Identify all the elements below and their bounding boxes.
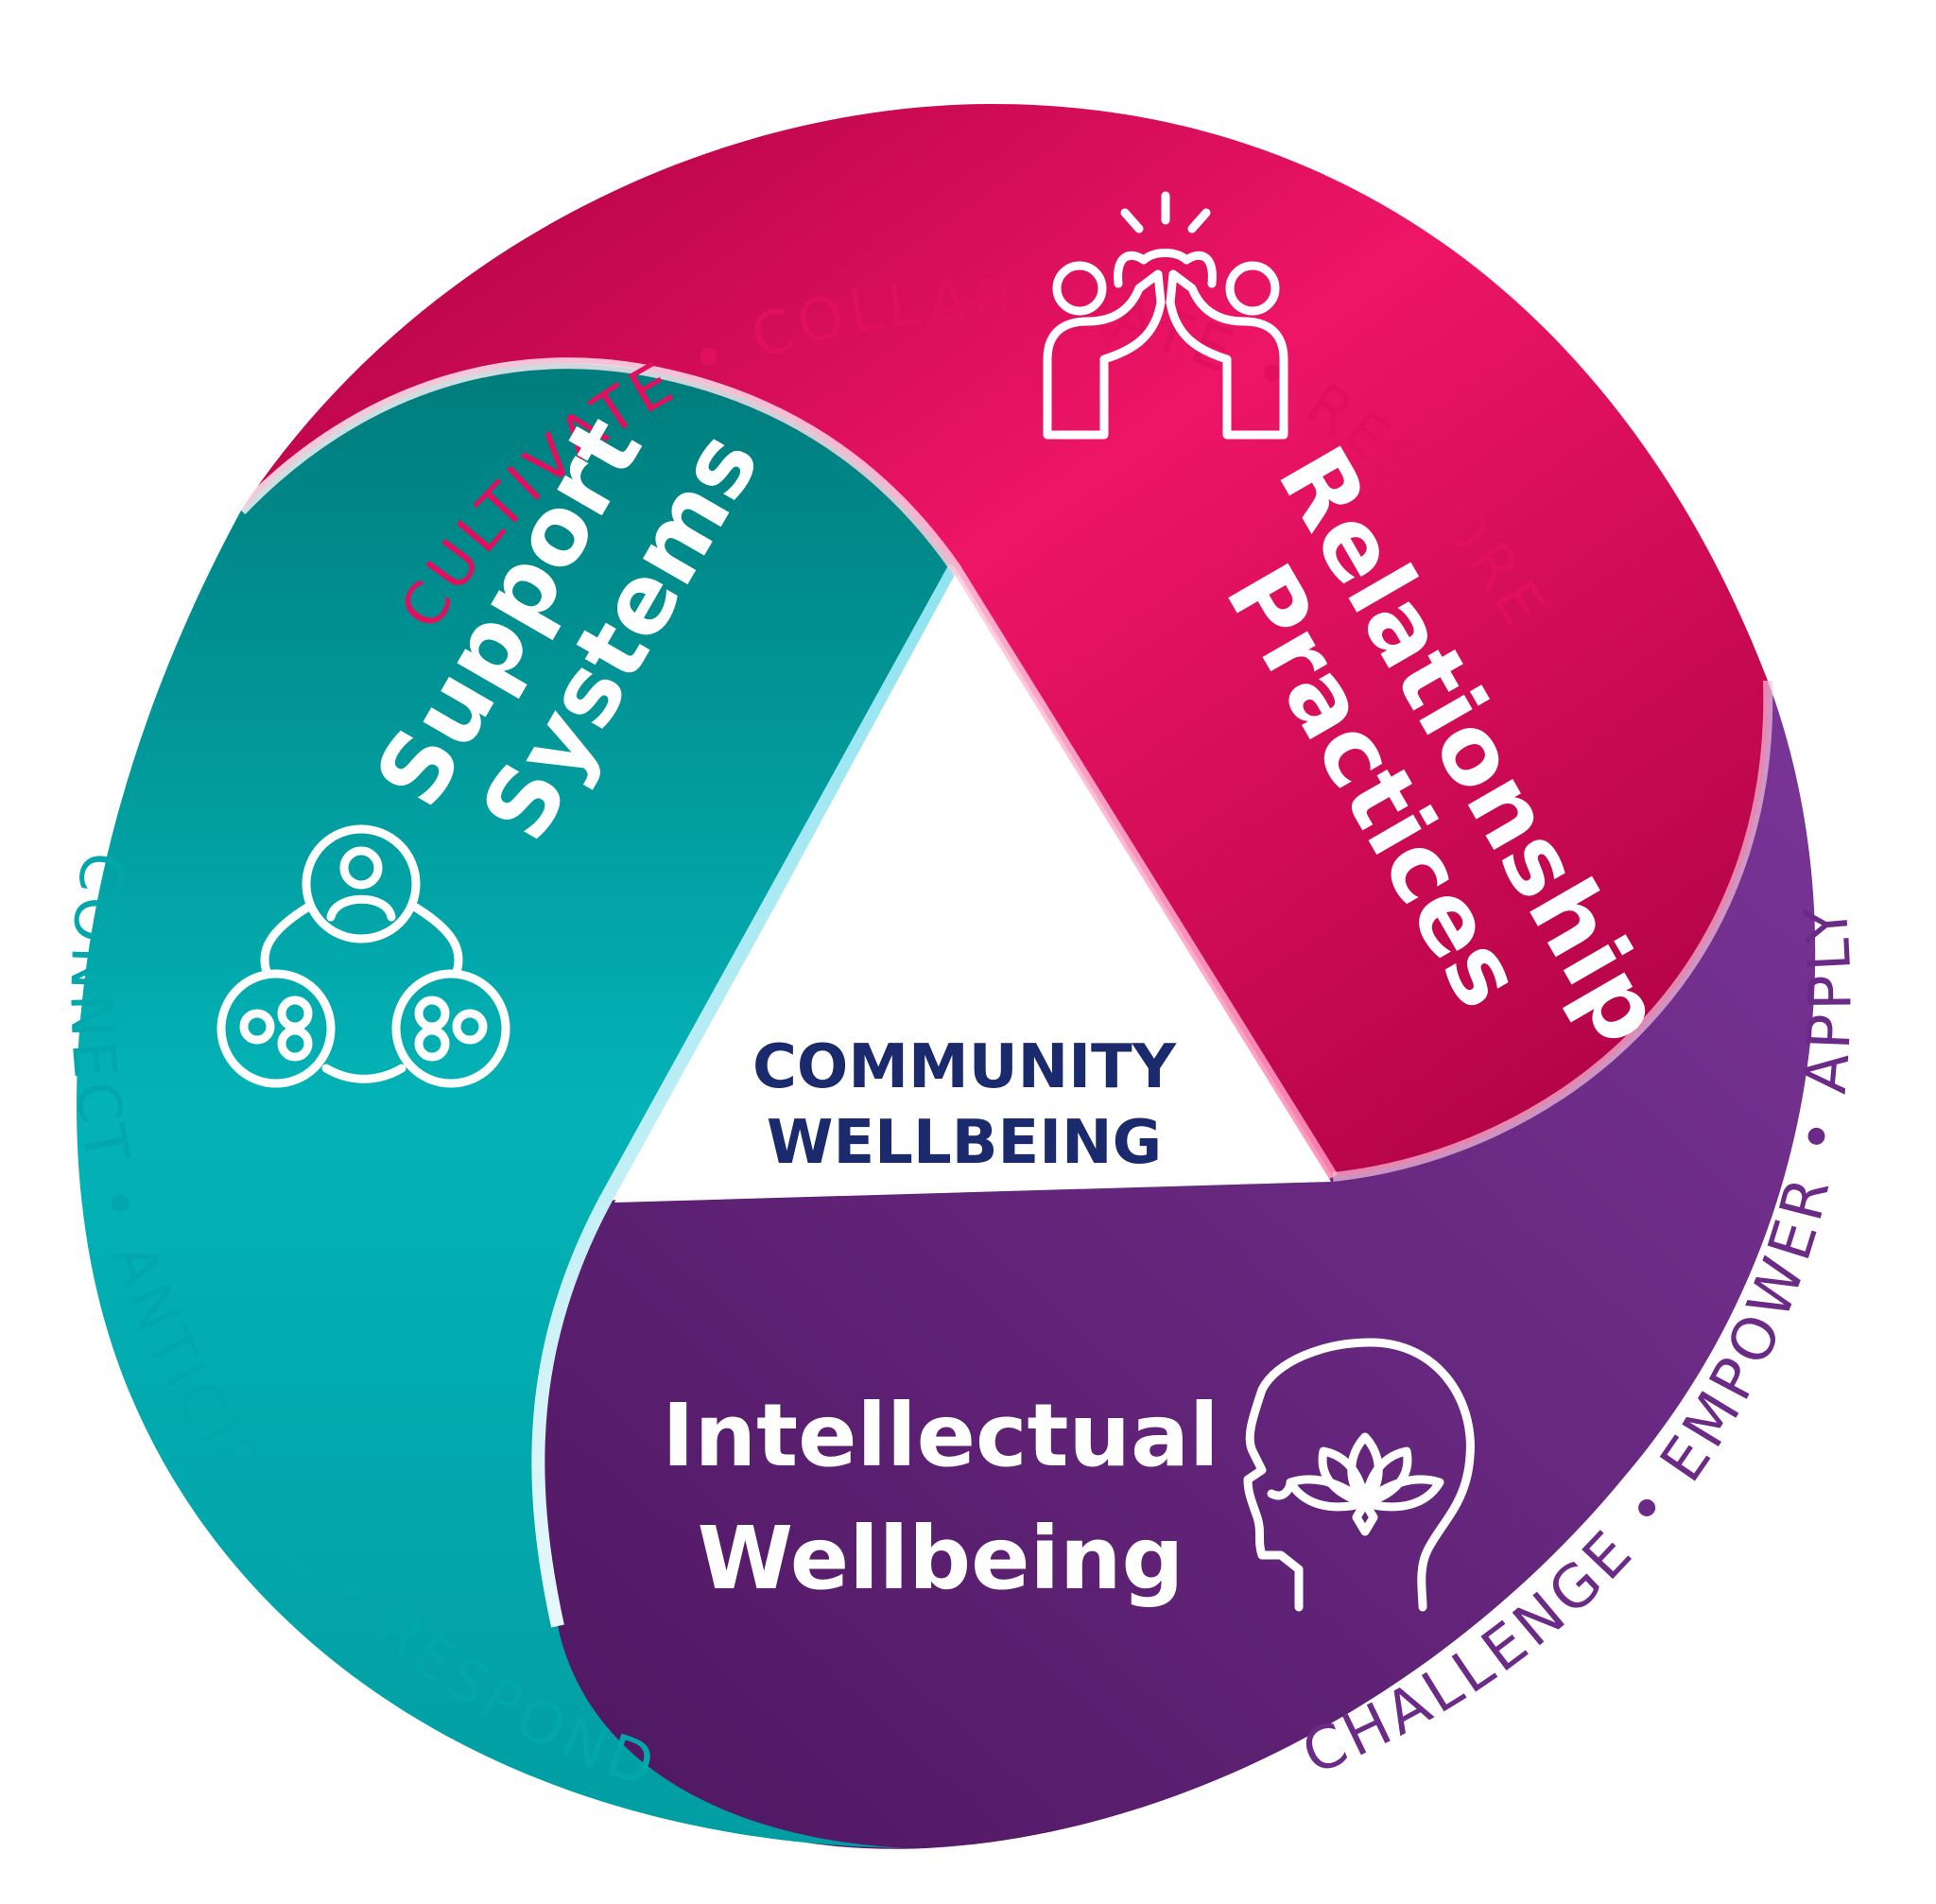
intellectual-line2: Wellbeing bbox=[698, 1508, 1184, 1609]
purple-segment bbox=[539, 681, 1816, 1849]
connected-people-network-icon bbox=[216, 824, 510, 1088]
purple-edge-highlight bbox=[1332, 680, 1773, 1182]
center-title-line1: COMMUNITY bbox=[752, 1032, 1177, 1102]
center-triangle bbox=[614, 575, 1331, 1203]
intellectual-line1: Intellectual bbox=[662, 1385, 1219, 1486]
head-lotus-icon bbox=[1243, 1338, 1475, 1612]
pink-edge-highlight bbox=[236, 357, 1339, 1181]
teal-segment bbox=[76, 363, 955, 1848]
teal-edge-highlight bbox=[531, 563, 961, 1628]
center-title-line2: WELLBEING bbox=[767, 1108, 1162, 1178]
high-five-people-icon bbox=[1043, 191, 1288, 440]
